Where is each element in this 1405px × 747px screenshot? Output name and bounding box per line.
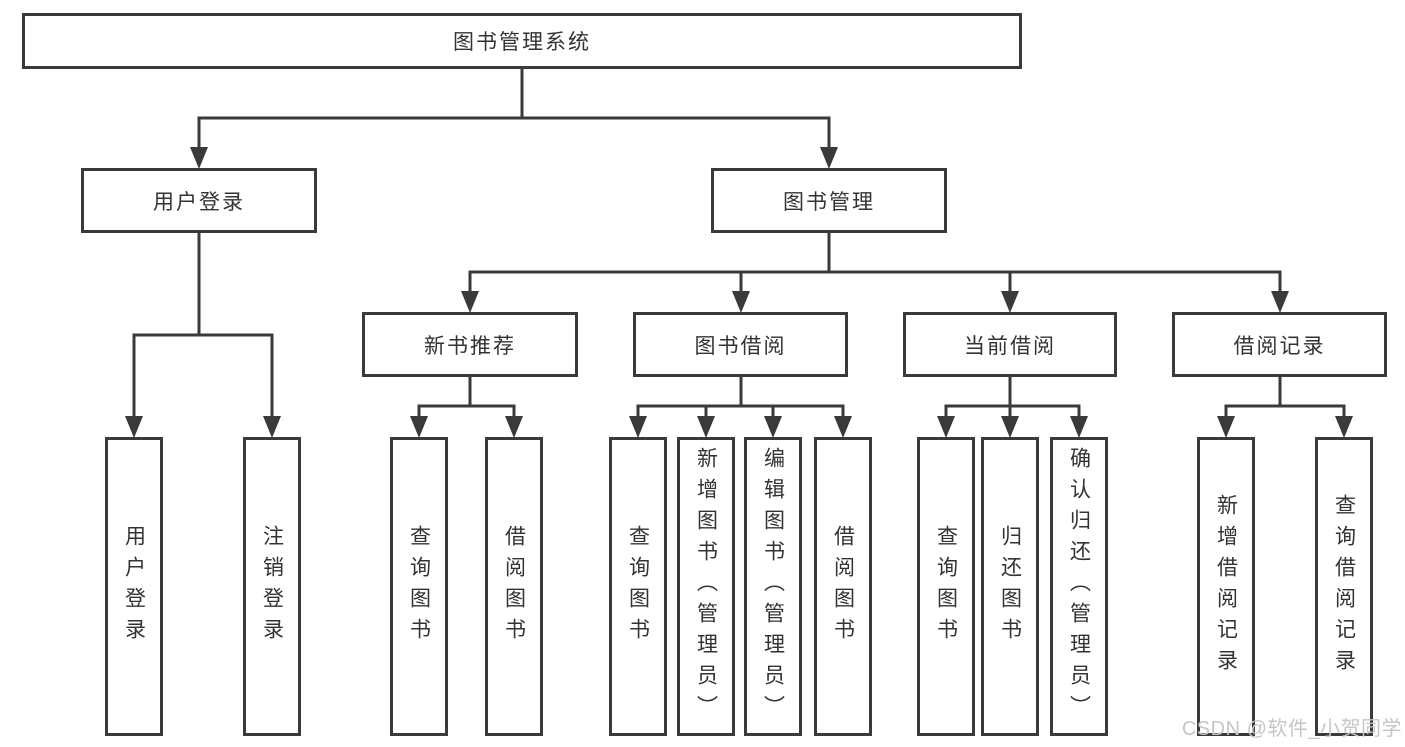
node-label: 编辑图书（管理员） [761,447,785,726]
node-label: 查询借阅记录 [1332,493,1356,680]
connector-book-borrowing [629,374,852,438]
node-new-book-recommendation: 新书推荐 [362,312,578,377]
node-book-management: 图书管理 [711,168,947,233]
node-label: 查询图书 [934,524,958,649]
node-label: 查询图书 [407,524,431,649]
leaf-user-login: 用户登录 [105,437,163,736]
node-current-borrowing: 当前借阅 [903,312,1117,377]
node-label: 确认归还（管理员） [1067,447,1091,726]
leaf-borrow-books-borrow: 借阅图书 [814,437,872,736]
connector-root [190,66,838,169]
leaf-confirm-return-admin: 确认归还（管理员） [1050,437,1108,736]
leaf-query-books-recommend: 查询图书 [390,437,448,736]
leaf-edit-books-admin: 编辑图书（管理员） [744,437,802,736]
node-borrowing-records: 借阅记录 [1172,312,1387,377]
connector-user-login [125,230,281,438]
node-library-management-system: 图书管理系统 [22,13,1022,69]
node-label: 图书管理系统 [453,31,591,54]
node-label: 查询图书 [626,524,650,649]
node-label: 注销登录 [260,524,284,649]
leaf-borrow-books-recommend: 借阅图书 [485,437,543,736]
node-label: 新增图书（管理员） [694,447,718,726]
node-label: 图书管理 [783,190,875,214]
node-label: 借阅图书 [502,524,526,649]
node-label: 当前借阅 [964,334,1056,358]
node-user-login: 用户登录 [81,168,317,233]
node-label: 用户登录 [153,190,245,214]
node-label: 新书推荐 [424,334,516,358]
node-label: 借阅记录 [1233,334,1326,358]
csdn-watermark: CSDN @软件_小贺同学 [1181,718,1402,740]
connector-new-book-recommendation [410,374,523,438]
leaf-add-borrowing-record: 新增借阅记录 [1197,437,1255,736]
node-label: 借阅图书 [831,524,855,649]
leaf-query-borrowing-record: 查询借阅记录 [1315,437,1373,736]
leaf-logout: 注销登录 [243,437,301,736]
leaf-query-books-borrow: 查询图书 [609,437,667,736]
node-label: 归还图书 [998,524,1022,649]
node-label: 新增借阅记录 [1214,493,1238,680]
node-label: 用户登录 [122,524,146,649]
leaf-return-books: 归还图书 [981,437,1039,736]
connector-current-borrowing [937,374,1088,438]
leaf-add-books-admin: 新增图书（管理员） [677,437,735,736]
node-label: 图书借阅 [694,334,787,358]
connector-borrowing-records [1217,374,1353,438]
leaf-query-books-current: 查询图书 [917,437,975,736]
connector-book-management [461,230,1289,313]
node-book-borrowing: 图书借阅 [633,312,848,377]
